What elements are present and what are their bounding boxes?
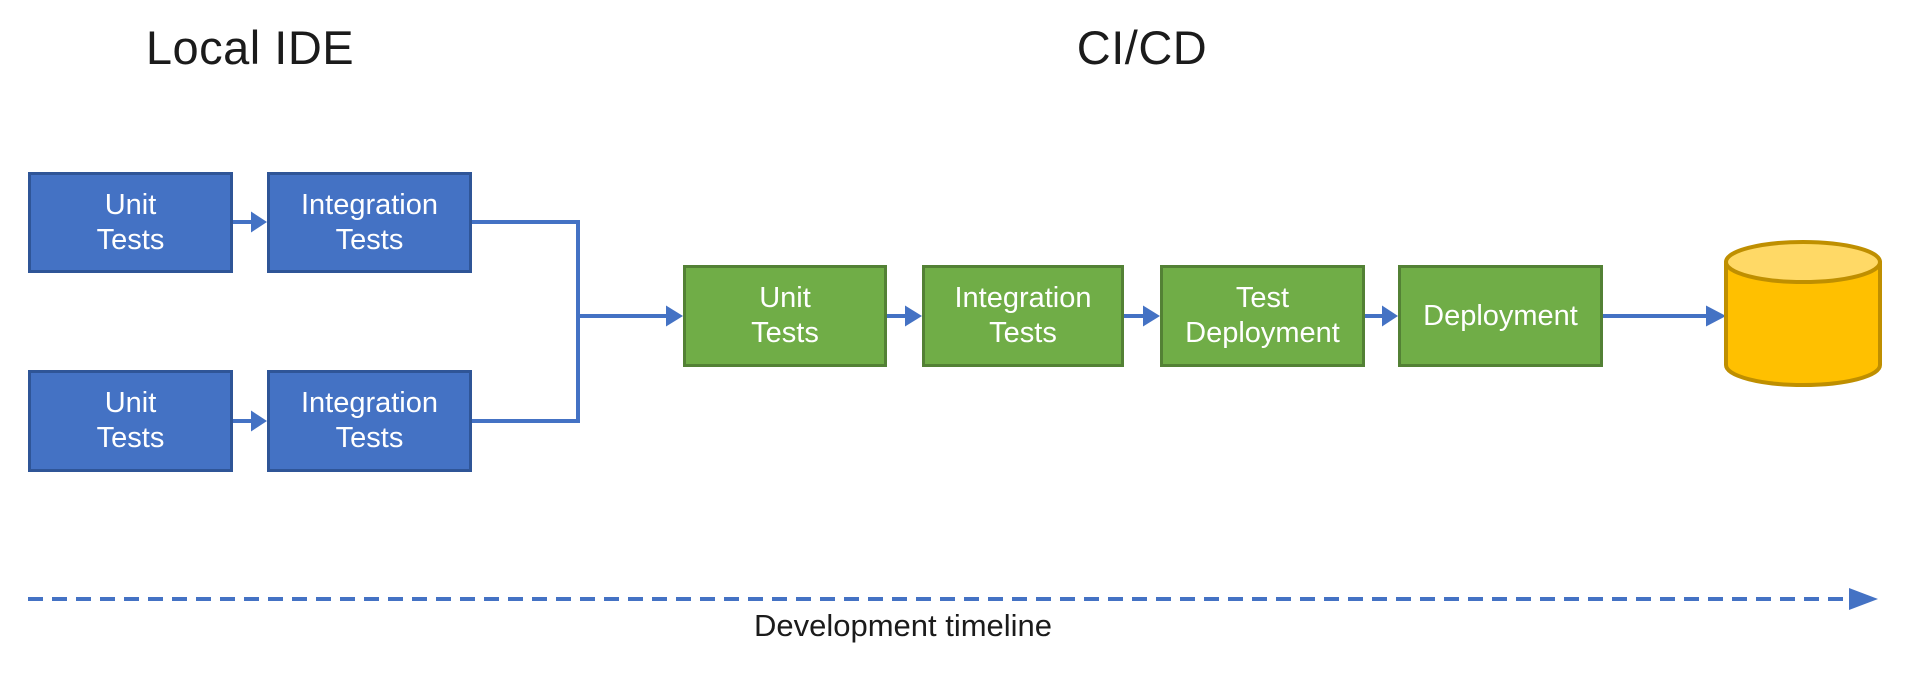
local-row1-unit-tests-box: Unit Tests: [28, 172, 233, 273]
database-cylinder-icon: [1724, 240, 1882, 387]
section-title-cicd: CI/CD: [1076, 21, 1208, 74]
cicd-integration-tests-box: Integration Tests: [922, 265, 1124, 367]
cicd-test-deployment-box: Test Deployment: [1160, 265, 1365, 367]
arrow-deploy-to-database: [1603, 305, 1726, 327]
section-title-local-ide: Local IDE: [145, 21, 355, 74]
arrow-cicd-unit-to-integration: [887, 305, 922, 327]
local-row1-integration-tests-box: Integration Tests: [267, 172, 472, 273]
local-row2-unit-tests-box: Unit Tests: [28, 370, 233, 472]
arrow-cicd-integration-to-testdeploy: [1124, 305, 1160, 327]
arrow-merge-to-cicd: [578, 305, 683, 327]
cicd-deployment-box: Deployment: [1398, 265, 1603, 367]
cicd-unit-tests-box: Unit Tests: [683, 265, 887, 367]
local-row2-integration-tests-box: Integration Tests: [267, 370, 472, 472]
arrow-cicd-testdeploy-to-deploy: [1365, 305, 1398, 327]
timeline-dashed-arrow: [28, 588, 1878, 610]
timeline-label: Development timeline: [753, 608, 1053, 643]
arrow-local-row2: [233, 410, 267, 432]
merge-bracket-connector: [472, 220, 580, 423]
arrow-local-row1: [233, 211, 267, 233]
